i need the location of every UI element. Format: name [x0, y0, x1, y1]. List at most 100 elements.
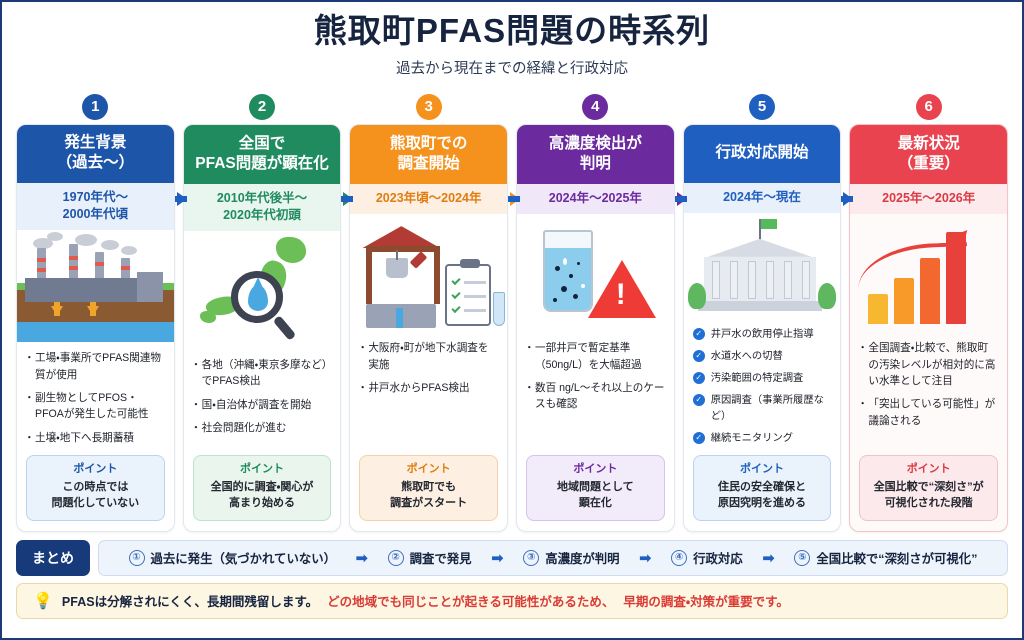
timeline-column-1: 1 発生背景 （過去〜） 1970年代〜 2000年代頃 — [16, 93, 187, 532]
step-card-5[interactable]: 行政対応開始 2024年〜現在 — [682, 123, 842, 532]
flow-arrow-icon — [341, 191, 354, 206]
step-title-2: 全国で PFAS問題が顕在化 — [183, 124, 341, 185]
bullet-item: 数百 ng/L〜それ以上のケースも確認 — [524, 380, 665, 413]
step-bullets-2: 各地（沖縄・東京多摩など）でPFAS検出 国・自治体が調査を開始 社会問題化が進… — [184, 349, 341, 455]
chart-bar — [894, 278, 915, 325]
check-item: ✓ 井戸水の飲用停止指導 — [691, 327, 832, 343]
step-point-5: ポイント 住民の安全確保と 原因究明を進める — [692, 455, 832, 521]
step-badge-4: 4 — [582, 93, 609, 120]
check-label: 井戸水の飲用停止指導 — [710, 329, 814, 341]
flow-arrow-icon — [508, 191, 521, 206]
footer-note: 💡 PFASは分解されにくく、長期間残留します。 どの地域でも同じことが起きる可… — [16, 582, 1008, 619]
note-part-2: どの地域でも同じことが起きる可能性があるため、 — [327, 595, 615, 610]
factory-pollution-icon — [17, 229, 174, 343]
point-text: 住民の安全確保と 原因究明を進める — [718, 481, 807, 509]
summary-step-label: 高濃度が判明 — [545, 551, 620, 566]
step-badge-1: 1 — [82, 93, 109, 120]
step-bullets-3: 大阪府・町が地下水調査を実施 井戸水からPFAS検出 — [350, 332, 507, 455]
check-item: ✓ 原因調査（事業所履歴など） — [691, 393, 832, 425]
page-subtitle: 過去から現在までの経緯と行政対応 — [396, 60, 628, 77]
check-icon: ✓ — [692, 394, 705, 407]
note-part-1: PFASは分解されにくく、長期間残留します。 — [61, 595, 319, 610]
check-icon: ✓ — [692, 328, 705, 341]
check-label: 原因調査（事業所履歴など） — [710, 395, 824, 423]
step-period-1: 1970年代〜 2000年代頃 — [17, 182, 174, 230]
check-icon: ✓ — [692, 350, 705, 363]
summary-chip: まとめ — [16, 539, 90, 576]
bullet-item: 井戸水からPFAS検出 — [357, 380, 498, 397]
step-bullets-1: 工場・事業所でPFAS関連物質が使用 副生物としてPFOS・PFOAが発生した可… — [17, 342, 174, 455]
point-text: 全国比較で“深刻さ”が 可視化された段階 — [873, 481, 984, 509]
check-item: ✓ 水道水への切替 — [691, 349, 832, 365]
summary-step-number: ② — [387, 549, 404, 566]
japan-map-magnifier-icon — [183, 230, 341, 349]
step-card-2[interactable]: 全国で PFAS問題が顕在化 2010年代後半〜 2020年代初頭 各 — [182, 123, 342, 532]
step-point-2: ポイント 全国的に調査・関心が 高まり始める — [192, 455, 332, 521]
summary-arrow-icon: ➡ — [355, 549, 369, 567]
lightbulb-icon: 💡 — [33, 592, 53, 610]
point-text: 熊取町でも 調査がスタート — [390, 481, 468, 509]
check-label: 汚染範囲の特定調査 — [710, 373, 804, 385]
note-part-3: 早期の調査・対策が重要です。 — [623, 595, 789, 610]
point-label: ポイント — [573, 463, 618, 476]
step-checklist-5: ✓ 井戸水の飲用停止指導 ✓ 水道水への切替 ✓ 汚染範囲の特定調査 ✓ 原因調… — [684, 319, 841, 455]
flow-arrow-icon — [674, 191, 687, 206]
step-bullets-6: 全国調査・比較で、熊取町の汚染レベルが相対的に高い水準として注目 「突出している… — [850, 332, 1007, 455]
summary-step: ① 過去に発生（気づかれていない） — [128, 549, 337, 567]
step-card-3[interactable]: 熊取町での 調査開始 2023年頃〜2024年 — [349, 123, 509, 532]
page-title: 熊取町PFAS問題の時系列 — [313, 12, 711, 49]
well-clipboard-icon — [350, 214, 508, 333]
trend-arrow-icon — [857, 242, 970, 308]
bullet-item: 工場・事業所でPFAS関連物質が使用 — [24, 350, 165, 383]
rising-bar-chart-icon — [850, 214, 1008, 333]
header: 熊取町PFAS問題の時系列 過去から現在までの経緯と行政対応 — [12, 8, 1012, 78]
point-label: ポイント — [906, 463, 951, 476]
step-title-6: 最新状況 （重要） — [850, 124, 1008, 185]
step-card-6[interactable]: 最新状況 （重要） 2025年〜2026年 全国調査・比較で、熊取町の汚染レベル… — [849, 123, 1009, 532]
step-point-6: ポイント 全国比較で“深刻さ”が 可視化された段階 — [859, 455, 999, 521]
summary-step-number: ④ — [671, 549, 688, 566]
summary-steps: ① 過去に発生（気づかれていない） ➡ ② 調査で発見 ➡ ③ 高濃度が判明 ➡… — [98, 539, 1008, 576]
summary-step-label: 過去に発生（気づかれていない） — [150, 551, 337, 566]
summary-step-number: ③ — [523, 549, 540, 566]
point-text: この時点では 問題化していない — [51, 481, 140, 509]
step-title-4: 高濃度検出が 判明 — [517, 124, 674, 185]
step-period-6: 2025年〜2026年 — [850, 184, 1008, 215]
bullet-item: 社会問題化が進む — [191, 420, 332, 437]
bullet-item: 大阪府・町が地下水調査を実施 — [357, 340, 498, 373]
flow-arrow-icon — [174, 191, 187, 206]
step-point-4: ポイント 地域問題として 顕在化 — [526, 455, 665, 521]
summary-strip: まとめ ① 過去に発生（気づかれていない） ➡ ② 調査で発見 ➡ ③ 高濃度が… — [16, 539, 1008, 576]
chart-bar — [946, 232, 967, 325]
step-card-1[interactable]: 発生背景 （過去〜） 1970年代〜 2000年代頃 — [16, 123, 175, 532]
step-point-3: ポイント 熊取町でも 調査がスタート — [359, 455, 499, 521]
timeline-column-2: 2 全国で PFAS問題が顕在化 2010年代後半〜 2020年代初頭 — [182, 93, 354, 532]
summary-step: ③ 高濃度が判明 — [523, 549, 620, 567]
summary-step: ④ 行政対応 — [671, 549, 743, 567]
timeline-column-5: 5 行政対応開始 2024年〜現在 — [682, 93, 854, 532]
step-period-5: 2024年〜現在 — [683, 182, 841, 213]
step-bullets-4: 一部井戸で暫定基準（50ng/L）を大幅超過 数百 ng/L〜それ以上のケースも… — [517, 332, 674, 455]
step-badge-2: 2 — [249, 93, 275, 120]
step-period-2: 2010年代後半〜 2020年代初頭 — [183, 184, 341, 231]
bullet-item: 国・自治体が調査を開始 — [191, 397, 332, 414]
step-period-4: 2024年〜2025年 — [517, 184, 674, 215]
step-card-4[interactable]: 高濃度検出が 判明 2024年〜2025年 ! — [516, 123, 675, 532]
timeline-row: 1 発生背景 （過去〜） 1970年代〜 2000年代頃 — [12, 93, 1012, 532]
bullet-item: 土壌・地下へ長期蓄積 — [24, 430, 165, 447]
check-item: ✓ 汚染範囲の特定調査 — [691, 371, 832, 387]
summary-arrow-icon: ➡ — [639, 549, 652, 567]
bullet-item: 一部井戸で暫定基準（50ng/L）を大幅超過 — [524, 340, 665, 373]
step-badge-3: 3 — [415, 93, 442, 120]
chart-bar — [868, 294, 889, 325]
chart-bar — [920, 258, 941, 325]
summary-step: ② 調査で発見 — [387, 549, 472, 567]
step-badge-6: 6 — [915, 93, 942, 120]
summary-step: ⑤ 全国比較で“深刻さが可視化” — [794, 549, 977, 567]
check-label: 継続モニタリング — [710, 433, 794, 445]
contaminated-water-warning-icon: ! — [517, 214, 674, 333]
step-title-5: 行政対応開始 — [683, 124, 841, 183]
summary-step-label: 調査で発見 — [409, 551, 472, 566]
check-item: ✓ 継続モニタリング — [691, 431, 832, 447]
